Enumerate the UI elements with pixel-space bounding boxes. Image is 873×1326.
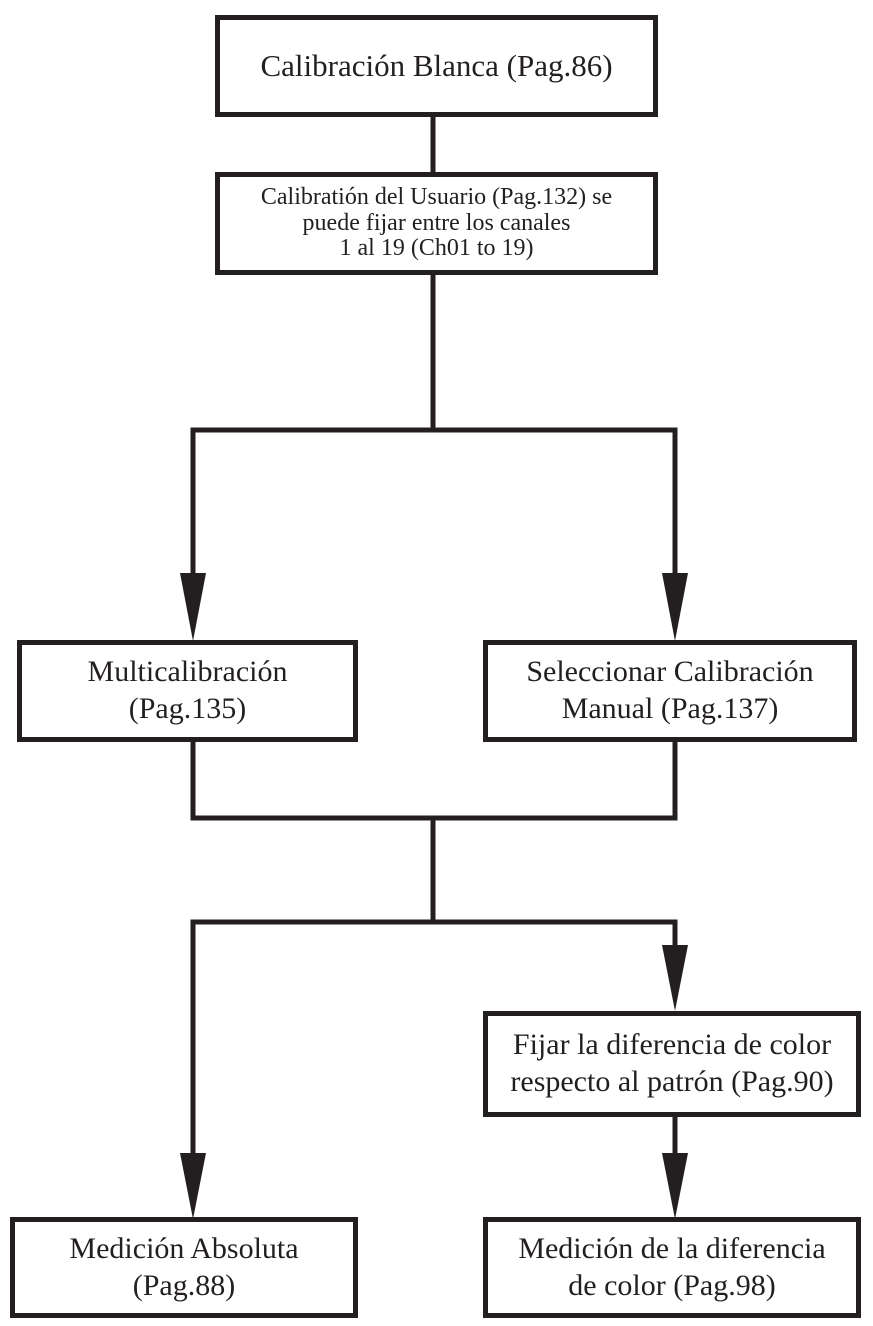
arrowhead-to-set-color-difference — [662, 945, 688, 1011]
node-set-color-difference: Fijar la diferencia de color respecto al… — [483, 1011, 861, 1117]
arrowhead-to-multicalibration — [180, 573, 206, 641]
arrowhead-to-manual-calibration — [662, 573, 688, 641]
arrowhead-to-color-difference-measurement — [662, 1153, 688, 1219]
node-set-color-difference-label: Fijar la diferencia de color respecto al… — [510, 1028, 834, 1098]
node-multicalibration: Multicalibración (Pag.135) — [17, 640, 358, 742]
node-manual-calibration: Seleccionar Calibración Manual (Pag.137) — [483, 640, 857, 742]
node-color-difference-measurement-label: Medición de la diferencia de color (Pag.… — [518, 1231, 826, 1302]
node-absolute-measurement-label: Medición Absoluta (Pag.88) — [69, 1231, 299, 1302]
node-user-calibration-label: Calibratión del Usuario (Pag.132) se pue… — [260, 183, 613, 262]
node-manual-calibration-label: Seleccionar Calibración Manual (Pag.137) — [526, 655, 814, 725]
arrowhead-to-absolute-measurement — [180, 1153, 206, 1219]
node-multicalibration-label: Multicalibración (Pag.135) — [87, 655, 288, 725]
node-user-calibration: Calibratión del Usuario (Pag.132) se pue… — [215, 172, 658, 275]
node-absolute-measurement: Medición Absoluta (Pag.88) — [10, 1217, 358, 1318]
node-color-difference-measurement: Medición de la diferencia de color (Pag.… — [483, 1217, 861, 1318]
node-white-calibration: Calibración Blanca (Pag.86) — [215, 15, 658, 117]
node-white-calibration-label: Calibración Blanca (Pag.86) — [260, 48, 613, 84]
connector-calibrations-merge — [190, 737, 678, 821]
